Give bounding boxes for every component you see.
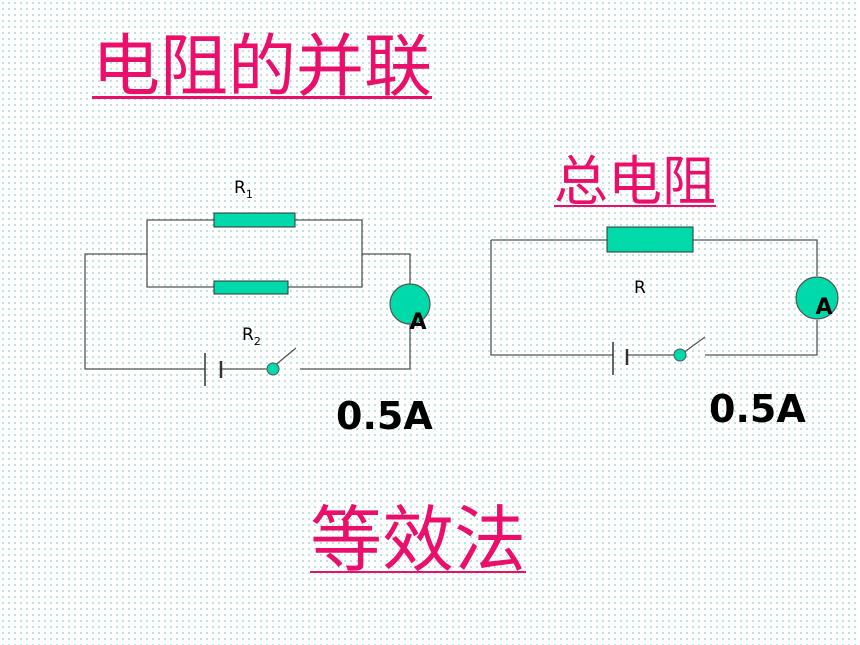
switch-knob [266,362,280,376]
parallel-branch-wires [146,219,363,288]
outer-loop-wire [84,253,411,370]
resistor-r1-label: R1 [234,178,253,201]
switch-knob-right [673,348,687,362]
ammeter-left-label: A [409,310,426,335]
ammeter-reading-right: 0.5A [709,387,806,431]
resistor-r2 [213,280,289,295]
parallel-circuit: R1 R2 A [84,178,431,386]
equivalence-method-heading: 等效法 [310,498,527,582]
ammeter-left [389,283,431,325]
total-resistance-heading: 总电阻 [554,150,716,213]
resistor-r2-label: R2 [242,325,261,348]
switch-lever-right [682,336,706,354]
equivalent-circuit: R A [490,226,839,375]
ammeter-right-label: A [815,295,832,320]
ammeter-right [795,276,839,320]
resistor-r [606,226,694,253]
page-title: 电阻的并联 [92,28,433,107]
equivalent-loop-wire [490,239,818,356]
resistor-r1 [213,212,296,228]
ammeter-reading-left: 0.5A [336,394,433,438]
resistor-r-label: R [634,278,646,298]
